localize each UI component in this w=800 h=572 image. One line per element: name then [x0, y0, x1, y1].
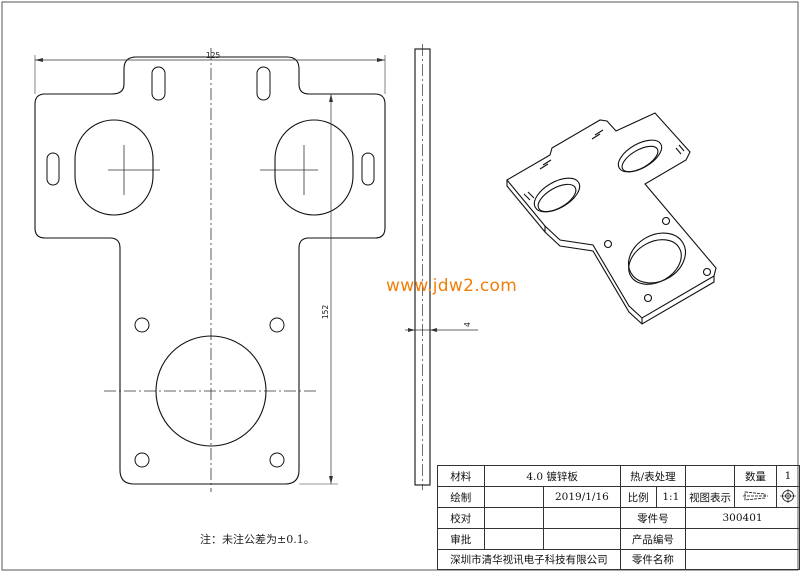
view-representation-label: 视图表示 [685, 486, 736, 508]
large-bore [155, 335, 267, 447]
iso-bore [628, 232, 686, 284]
material-value: 4.0 镀锌板 [483, 465, 621, 487]
top-right-small-slot [256, 66, 271, 101]
iso-hole-2 [661, 216, 671, 226]
right-small-slot [361, 152, 375, 186]
iso-hole-4 [702, 267, 712, 277]
scale-value: 1:1 [655, 486, 687, 508]
projection-cone-icon [734, 486, 777, 508]
company-name: 深圳市清华视讯电子科技有限公司 [437, 549, 621, 570]
scale-label: 比例 [619, 486, 657, 508]
quantity-label: 数量 [734, 465, 777, 487]
iso-slot-left-inner [537, 183, 577, 213]
iso-small-slot-3 [523, 191, 535, 201]
projection-target-icon [775, 486, 800, 508]
thickness-label: 4 [463, 322, 472, 327]
watermark: www.jdw2.com [386, 276, 518, 296]
part-name-value [685, 549, 800, 570]
thickness-arrows [408, 328, 437, 332]
top-left-small-slot [151, 66, 166, 101]
hole-mid-left [134, 317, 150, 333]
check-label: 校对 [437, 507, 485, 529]
iso-plate-top [506, 112, 717, 319]
approve-name [483, 528, 545, 550]
iso-small-slot-2 [539, 159, 552, 170]
hole-mid-right [269, 317, 285, 333]
iso-small-slot-4 [675, 144, 685, 155]
draw-date: 2019/1/16 [543, 486, 621, 508]
draw-label: 绘制 [437, 486, 485, 508]
product-number-label: 产品编号 [619, 528, 687, 550]
title-block: 材料 4.0 镀锌板 热/表处理 数量 1 绘制 2019/1/16 比例 1:… [437, 465, 800, 570]
heat-treatment-label: 热/表处理 [619, 465, 687, 487]
tolerance-note: 注：未注公差为±0.1。 [200, 533, 315, 546]
heat-treatment-value [685, 465, 736, 487]
part-number-value: 300401 [685, 507, 800, 529]
hole-bottom-left [134, 452, 150, 468]
product-number-value [685, 528, 800, 550]
approve-label: 审批 [437, 528, 485, 550]
quantity-value: 1 [775, 465, 800, 487]
approve-date [543, 528, 621, 550]
left-small-slot [46, 152, 60, 186]
right-oval-slot [274, 119, 354, 216]
plate-outline [34, 56, 386, 485]
material-label: 材料 [437, 465, 485, 487]
iso-plate-edge [506, 180, 715, 325]
height-label: 152 [321, 305, 330, 320]
iso-hole-1 [603, 239, 613, 249]
drawer-name [483, 486, 545, 508]
hole-bottom-right [269, 452, 285, 468]
part-name-label: 零件名称 [619, 549, 687, 570]
iso-bore-inner [628, 239, 682, 285]
left-oval-slot [74, 119, 154, 216]
iso-small-slot-1 [591, 129, 604, 140]
iso-slot-right-inner [621, 145, 659, 173]
check-name [483, 507, 545, 529]
iso-hole-3 [643, 293, 653, 303]
part-number-label: 零件号 [619, 507, 687, 529]
width-label: 125 [206, 51, 221, 60]
check-date [543, 507, 621, 529]
isometric-view [506, 112, 717, 325]
